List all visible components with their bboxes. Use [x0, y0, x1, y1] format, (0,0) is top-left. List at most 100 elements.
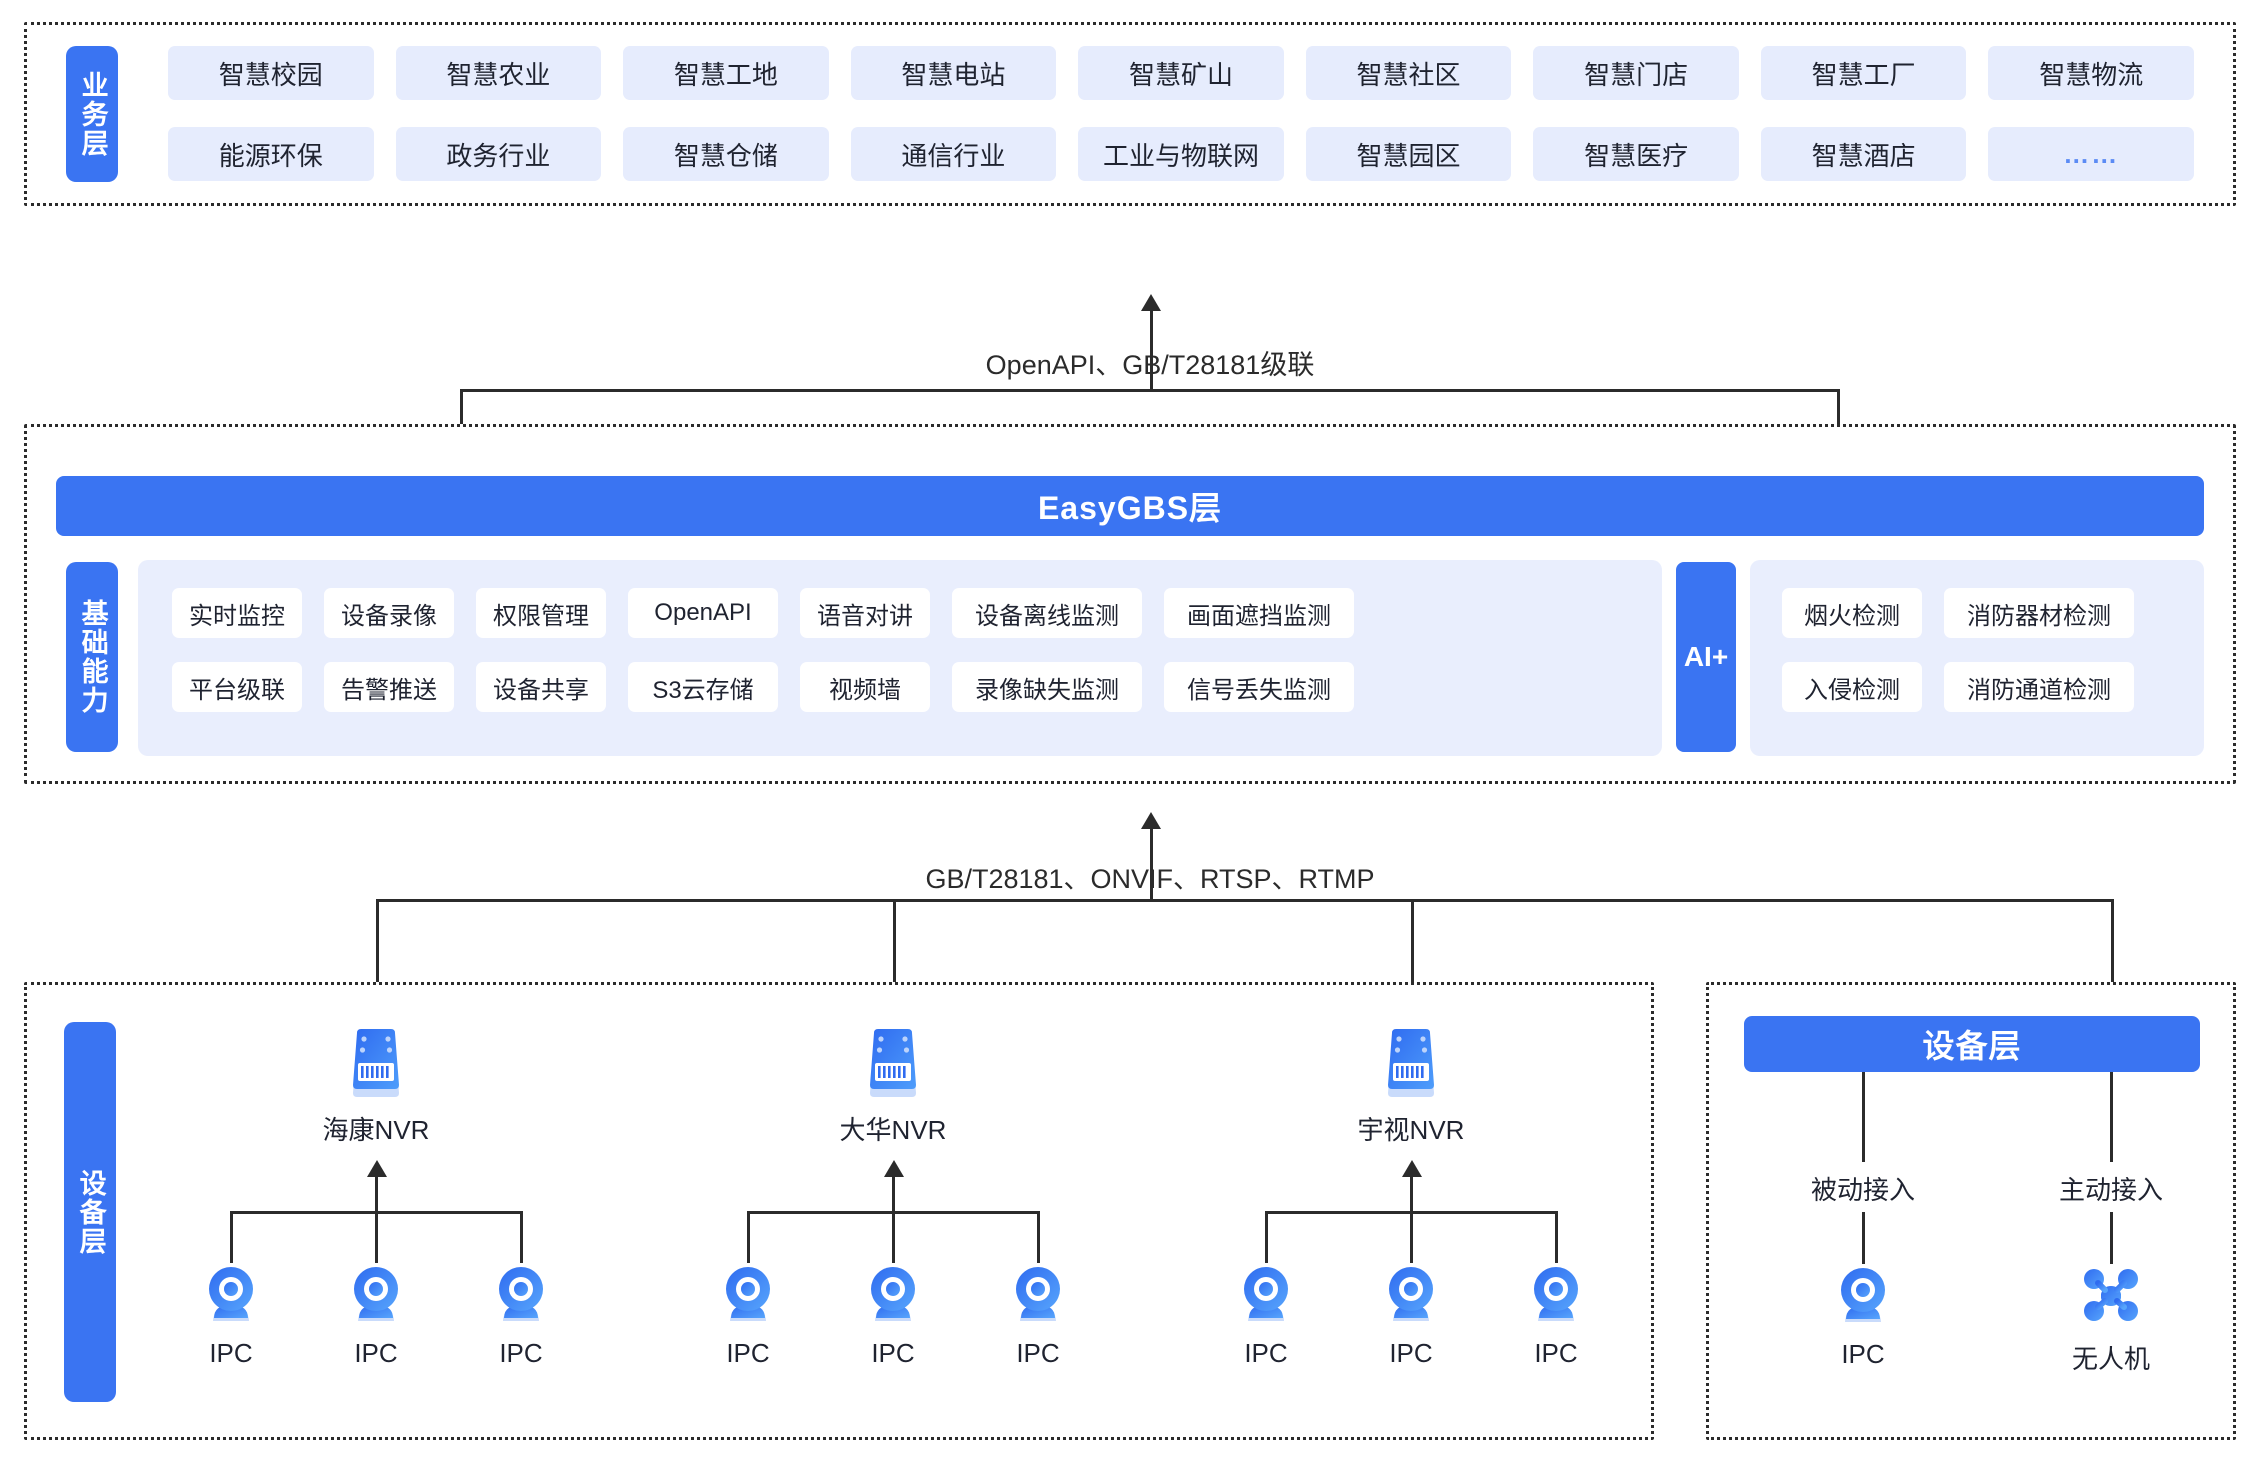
- ipc-camera-icon: [354, 1267, 398, 1321]
- nvr-device-icon-wrap: [1341, 1027, 1481, 1104]
- business-chip[interactable]: 智慧工地: [623, 46, 829, 100]
- nvr-device-icon-wrap: [306, 1027, 446, 1104]
- bottom-connector-branch-1: [376, 899, 379, 1027]
- business-chip[interactable]: 智慧电站: [850, 46, 1057, 100]
- camera-drop-line: [375, 1211, 378, 1263]
- bottom-connector-bus: [376, 899, 2114, 902]
- capability-chip[interactable]: 平台级联: [172, 662, 302, 712]
- business-chip[interactable]: 智慧社区: [1305, 46, 1512, 100]
- capability-chip[interactable]: 语音对讲: [800, 588, 930, 638]
- nvr-node[interactable]: 海康NVR: [306, 1027, 446, 1147]
- device-node[interactable]: 无人机: [2046, 1264, 2176, 1376]
- ipc-node[interactable]: IPC: [688, 1263, 808, 1369]
- camera-drop-line: [230, 1211, 233, 1263]
- camera-drop-line: [520, 1211, 523, 1263]
- nvr-uplink-stem: [892, 1177, 895, 1213]
- capability-chip[interactable]: 消防通道检测: [1944, 662, 2134, 712]
- capability-chip[interactable]: 消防器材检测: [1944, 588, 2134, 638]
- ipc-node[interactable]: IPC: [833, 1263, 953, 1369]
- capability-chip[interactable]: 设备离线监测: [952, 588, 1142, 638]
- easygbs-title-label: EasyGBS层: [1037, 490, 1223, 526]
- capability-chip[interactable]: 录像缺失监测: [952, 662, 1142, 712]
- capability-chip[interactable]: OpenAPI: [628, 588, 778, 638]
- camera-drop-line: [747, 1211, 750, 1263]
- business-chip[interactable]: 智慧仓储: [623, 127, 829, 181]
- nvr-label: 大华NVR: [839, 1115, 947, 1145]
- access-mode-label: 主动接入: [2058, 1175, 2163, 1205]
- nvr-node[interactable]: 宇视NVR: [1341, 1027, 1481, 1147]
- ipc-node[interactable]: IPC: [1351, 1263, 1471, 1369]
- ipc-node[interactable]: IPC: [1206, 1263, 1326, 1369]
- branch-line-lower: [1862, 1212, 1865, 1264]
- top-connector-bus: [460, 389, 1840, 392]
- ipc-node[interactable]: IPC: [1496, 1263, 1616, 1369]
- business-chip[interactable]: 智慧农业: [395, 46, 602, 100]
- ipc-node[interactable]: IPC: [316, 1263, 436, 1369]
- branch-line-upper: [1862, 1072, 1865, 1162]
- camera-drop-line: [1555, 1211, 1558, 1263]
- business-chip[interactable]: 智慧门店: [1533, 46, 1739, 100]
- nvr-device-icon: [353, 1029, 399, 1097]
- top-connector-stem: [1150, 311, 1153, 391]
- ai-plus-tab: AI+: [1676, 562, 1736, 752]
- business-chip[interactable]: 智慧工厂: [1760, 46, 1967, 100]
- top-connector-arrowhead: [1141, 294, 1161, 311]
- nvr-label: 宇视NVR: [1357, 1115, 1465, 1145]
- capability-chip[interactable]: 画面遮挡监测: [1164, 588, 1354, 638]
- capability-chip[interactable]: 权限管理: [476, 588, 606, 638]
- business-chip[interactable]: 智慧物流: [1988, 46, 2194, 100]
- access-mode-label: 被动接入: [1810, 1175, 1915, 1205]
- bottom-connector-arrowhead: [1141, 812, 1161, 829]
- ipc-camera-icon: [726, 1267, 770, 1321]
- ipc-node[interactable]: IPC: [978, 1263, 1098, 1369]
- ipc-camera-icon: [1841, 1268, 1885, 1322]
- platform-capability-tab: 基础能力: [66, 562, 118, 752]
- device-layer-right-title-bar: 设备层: [1744, 1016, 2200, 1072]
- nvr-device-icon: [1388, 1029, 1434, 1097]
- ipc-label: IPC: [1534, 1338, 1578, 1368]
- business-chip[interactable]: 能源环保: [168, 127, 374, 181]
- branch-line-upper: [2110, 1072, 2113, 1162]
- business-chip[interactable]: 智慧园区: [1305, 127, 1512, 181]
- ipc-camera-icon-wrap: [978, 1263, 1098, 1332]
- camera-drop-line: [892, 1211, 895, 1263]
- ipc-label: IPC: [1244, 1338, 1288, 1368]
- capability-chip[interactable]: 入侵检测: [1782, 662, 1922, 712]
- ipc-camera-icon-wrap: [1351, 1263, 1471, 1332]
- bottom-connector-label: GB/T28181、ONVIF、RTSP、RTMP: [925, 864, 1375, 894]
- ipc-camera-icon-wrap: [171, 1263, 291, 1332]
- camera-drop-line: [1265, 1211, 1268, 1263]
- business-chip[interactable]: 工业与物联网: [1078, 127, 1284, 181]
- ipc-label: IPC: [499, 1338, 543, 1368]
- ai-plus-tab-label: AI+: [1683, 641, 1729, 672]
- capability-chip[interactable]: 信号丢失监测: [1164, 662, 1354, 712]
- business-chip[interactable]: 智慧医疗: [1533, 127, 1739, 181]
- ipc-camera-icon: [209, 1267, 253, 1321]
- ipc-node[interactable]: IPC: [461, 1263, 581, 1369]
- device-node[interactable]: IPC: [1798, 1264, 1928, 1370]
- bottom-connector-branch-4: [2111, 899, 2114, 1027]
- ipc-node[interactable]: IPC: [171, 1263, 291, 1369]
- nvr-uplink-arrowhead: [367, 1160, 387, 1177]
- ipc-camera-icon-wrap: [688, 1263, 808, 1332]
- camera-drop-line: [1037, 1211, 1040, 1263]
- business-chip[interactable]: 智慧酒店: [1760, 127, 1967, 181]
- capability-chip[interactable]: 实时监控: [172, 588, 302, 638]
- device-node-label: 无人机: [2071, 1344, 2150, 1374]
- capability-chip[interactable]: 视频墙: [800, 662, 930, 712]
- business-chip[interactable]: 政务行业: [395, 127, 602, 181]
- capability-chip[interactable]: 烟火检测: [1782, 588, 1922, 638]
- device-layer-tab: 设备层: [64, 1022, 116, 1402]
- ipc-label: IPC: [726, 1338, 770, 1368]
- capability-chip[interactable]: 设备共享: [476, 662, 606, 712]
- capability-chip[interactable]: 设备录像: [324, 588, 454, 638]
- business-chip[interactable]: 通信行业: [850, 127, 1057, 181]
- business-chip-more-icon[interactable]: ……: [1988, 127, 2194, 181]
- capability-chip[interactable]: 告警推送: [324, 662, 454, 712]
- business-chip[interactable]: 智慧校园: [168, 46, 374, 100]
- capability-chip[interactable]: S3云存储: [628, 662, 778, 712]
- business-chip[interactable]: 智慧矿山: [1078, 46, 1284, 100]
- device-layer-tab-label: 设备层: [75, 1168, 106, 1256]
- bottom-connector-branch-3: [1411, 899, 1414, 1027]
- nvr-node[interactable]: 大华NVR: [823, 1027, 963, 1147]
